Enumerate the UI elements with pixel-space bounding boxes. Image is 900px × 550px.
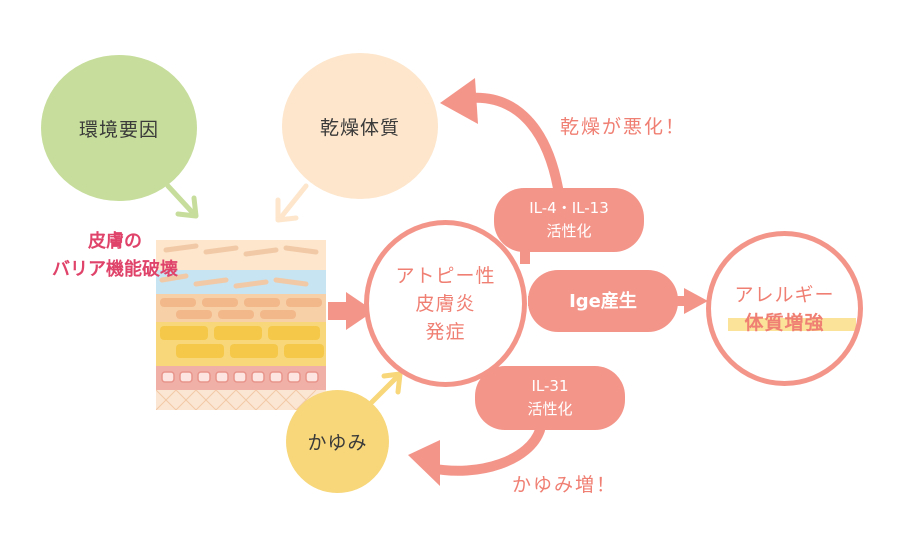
arrow-skin-head	[346, 292, 374, 330]
curve-arrow-itch	[425, 425, 545, 476]
node-barrier-line-1: 皮膚の	[88, 231, 142, 252]
label-dry-worse: 乾燥が悪化！	[560, 116, 687, 138]
link-il4	[520, 250, 530, 264]
pill-ige-label: Ige産生	[569, 290, 637, 312]
arrow-itch-head	[381, 371, 403, 395]
node-dry-skin-label: 乾燥体質	[319, 116, 400, 139]
node-barrier: 皮膚の バリア機能破壊	[30, 228, 200, 284]
node-dry-skin: 乾燥体質	[282, 53, 438, 199]
arrow-ige-head	[684, 288, 708, 314]
node-barrier-line-2: バリア機能破壊	[52, 259, 178, 280]
skin-layer-illustration	[156, 240, 326, 410]
pill-il31-line-1: IL-31	[531, 377, 569, 395]
node-itch-label: かゆみ	[307, 432, 368, 454]
pill-il31-line-2: 活性化	[527, 400, 573, 418]
label-itch-up: かゆみ増！	[512, 474, 618, 496]
node-allergy-line-2: 体質増強	[744, 311, 825, 334]
pill-il4-il13: IL-4・IL-13 活性化	[494, 188, 644, 252]
node-allergy-line-1: アレルギー	[734, 283, 835, 306]
arrow-itch	[369, 375, 399, 405]
arrow-env	[165, 183, 195, 215]
node-atopy-line-3: 発症	[425, 320, 466, 343]
node-itch: かゆみ	[286, 390, 389, 493]
node-atopy-line-1: アトピー性	[395, 264, 496, 287]
pill-il4-line-1: IL-4・IL-13	[529, 199, 609, 217]
arrow-dry	[279, 183, 309, 219]
node-environment: 環境要因	[41, 55, 197, 201]
node-atopy-line-2: 皮膚炎	[415, 292, 476, 315]
pill-il31: IL-31 活性化	[475, 366, 625, 430]
arrow-env-head	[175, 195, 199, 219]
curve-arrow-dry-head	[440, 78, 478, 124]
pill-il4-line-2: 活性化	[546, 222, 592, 240]
arrow-skin-body	[328, 302, 348, 320]
curve-arrow-dry	[465, 92, 563, 193]
pill-ige: Ige産生	[528, 270, 678, 332]
node-atopy: アトピー性 皮膚炎 発症	[364, 220, 527, 387]
node-environment-label: 環境要因	[78, 118, 159, 141]
node-allergy: アレルギー 体質増強	[706, 231, 863, 386]
curve-arrow-itch-head	[408, 440, 440, 486]
arrow-dry-head	[275, 197, 299, 223]
